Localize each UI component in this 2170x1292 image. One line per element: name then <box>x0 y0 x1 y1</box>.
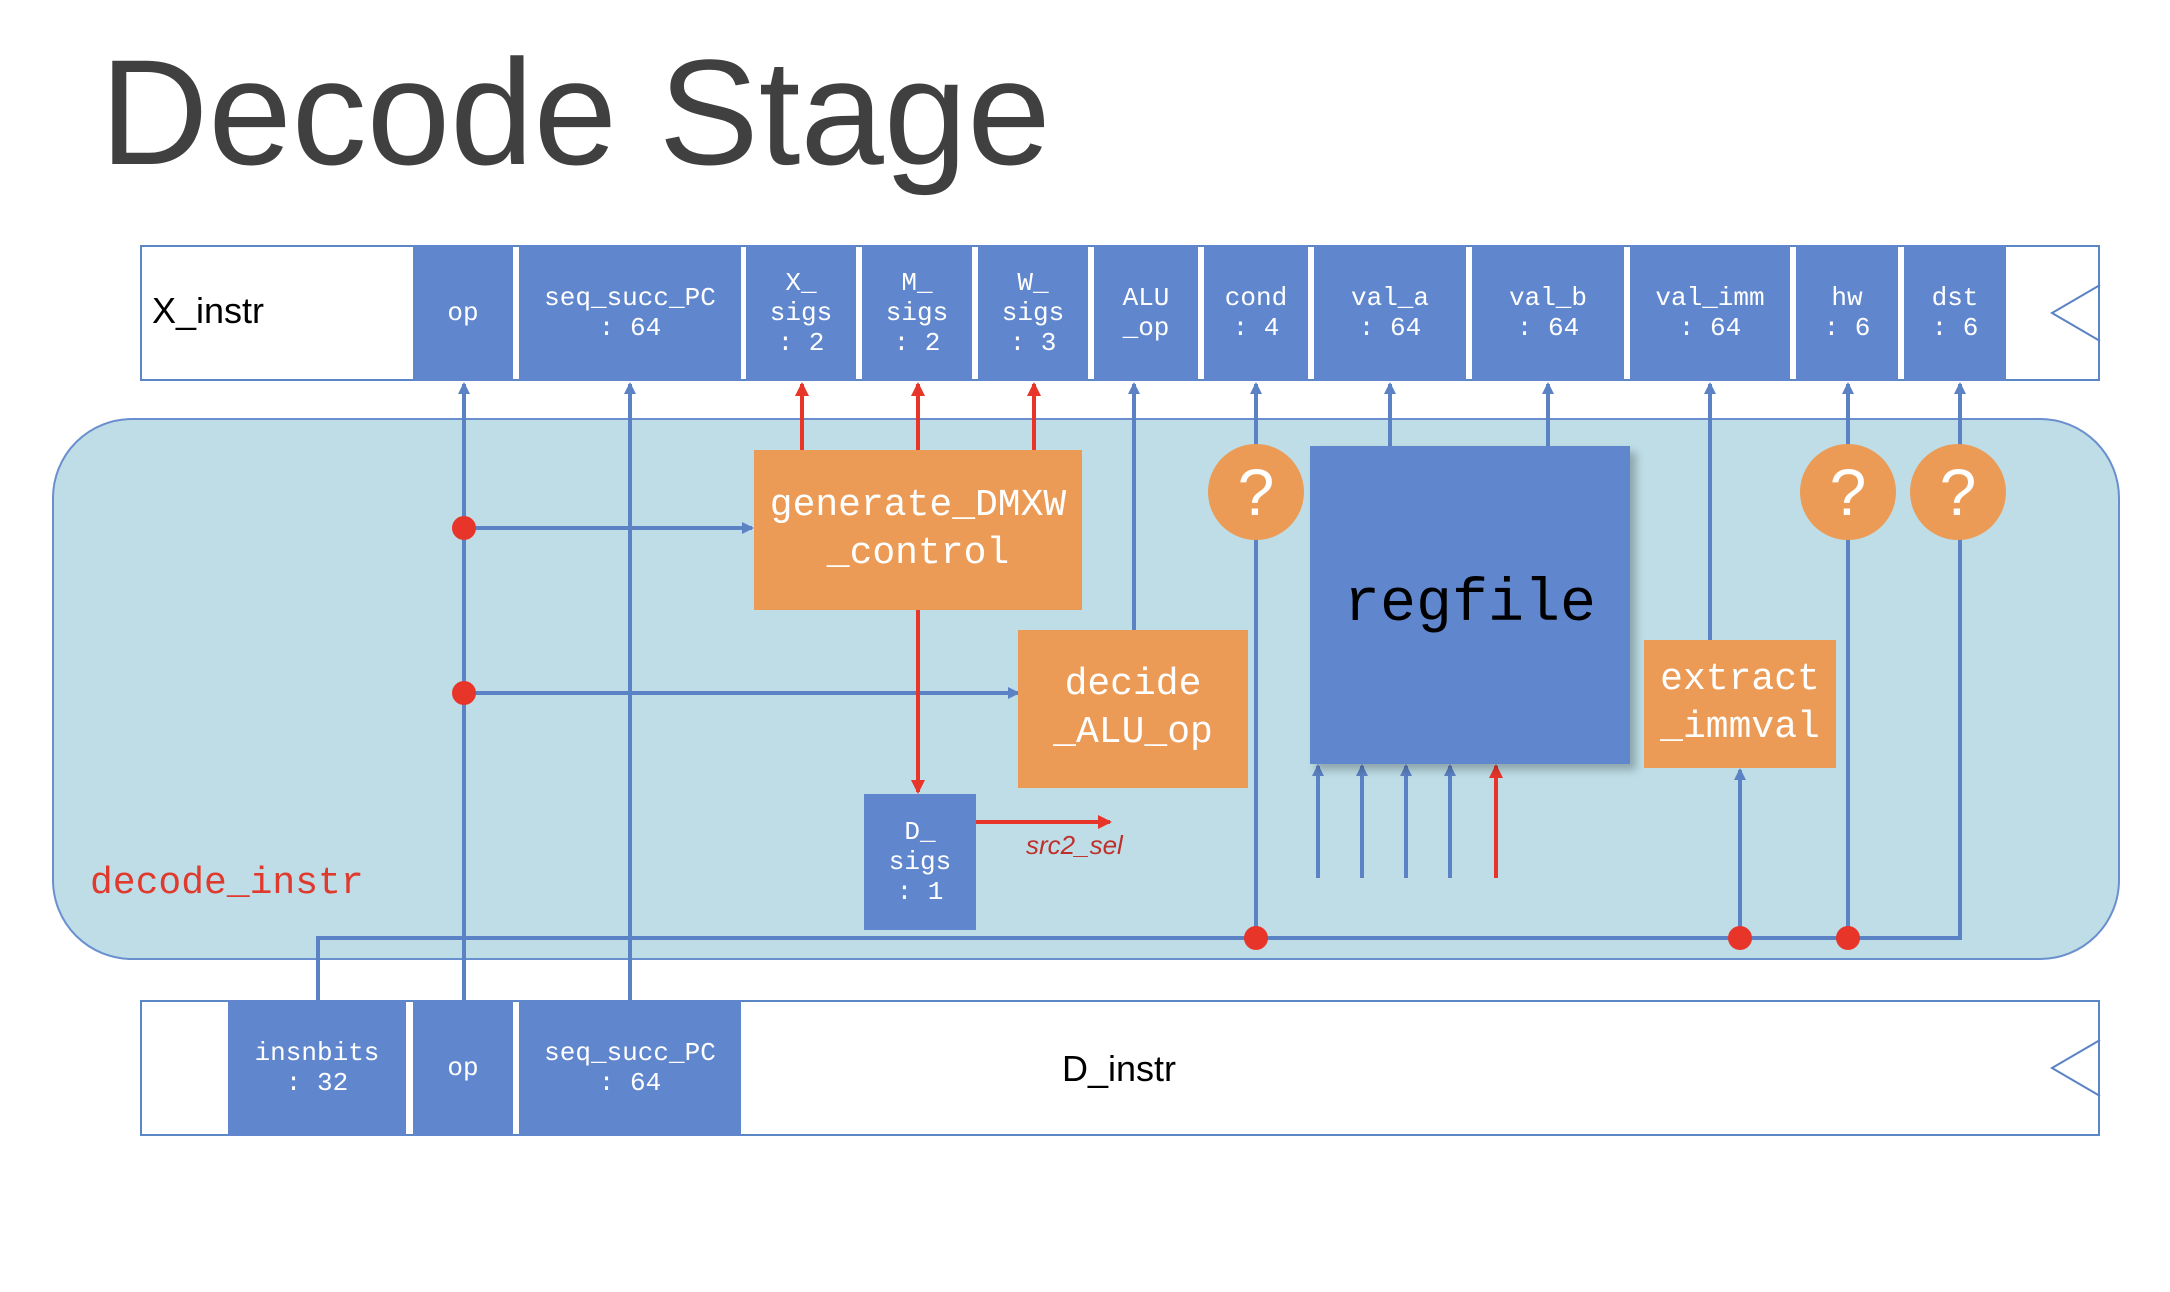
d-field-insnbits: insnbits : 32 <box>228 1000 406 1136</box>
junction-dot <box>452 516 476 540</box>
generate-dmxw-control-block: generate_DMXW _control <box>754 450 1082 610</box>
x-field-hw: hw : 6 <box>1796 245 1898 381</box>
x-field-w-sigs: W_ sigs : 3 <box>978 245 1088 381</box>
x-field-op: op <box>413 245 513 381</box>
d-field-op: op <box>413 1000 513 1136</box>
extract-immval-block: extract _immval <box>1644 640 1836 768</box>
x-field-val-a: val_a : 64 <box>1314 245 1466 381</box>
d-field-seq-succ-pc: seq_succ_PC : 64 <box>519 1000 741 1136</box>
d-sigs-field: D_ sigs : 1 <box>864 794 976 930</box>
regfile-block: regfile <box>1310 446 1630 764</box>
d-instr-clock-icon <box>2050 1039 2101 1097</box>
slide-title: Decode Stage <box>100 28 1051 196</box>
x-field-dst: dst : 6 <box>1904 245 2006 381</box>
junction-dot <box>1244 926 1268 950</box>
junction-dot <box>452 681 476 705</box>
decode-instr-label: decode_instr <box>90 862 364 905</box>
x-field-val-imm: val_imm : 64 <box>1630 245 1790 381</box>
x-instr-clock-icon <box>2050 284 2101 342</box>
junction-dot <box>1728 926 1752 950</box>
x-instr-label: X_instr <box>152 290 265 331</box>
cond-unknown-logic-icon: ? <box>1208 444 1304 540</box>
src2-sel-label: src2_sel <box>1026 830 1123 860</box>
x-field-val-b: val_b : 64 <box>1472 245 1624 381</box>
dst-unknown-logic-icon: ? <box>1910 444 2006 540</box>
x-field-cond: cond : 4 <box>1204 245 1308 381</box>
junction-dot <box>1836 926 1860 950</box>
x-field-seq-succ-pc: seq_succ_PC : 64 <box>519 245 741 381</box>
x-field-x-sigs: X_ sigs : 2 <box>746 245 856 381</box>
decide-alu-op-block: decide _ALU_op <box>1018 630 1248 788</box>
x-field-alu-op: ALU _op <box>1094 245 1198 381</box>
d-instr-label: D_instr <box>1062 1048 1177 1089</box>
hw-unknown-logic-icon: ? <box>1800 444 1896 540</box>
x-field-m-sigs: M_ sigs : 2 <box>862 245 972 381</box>
